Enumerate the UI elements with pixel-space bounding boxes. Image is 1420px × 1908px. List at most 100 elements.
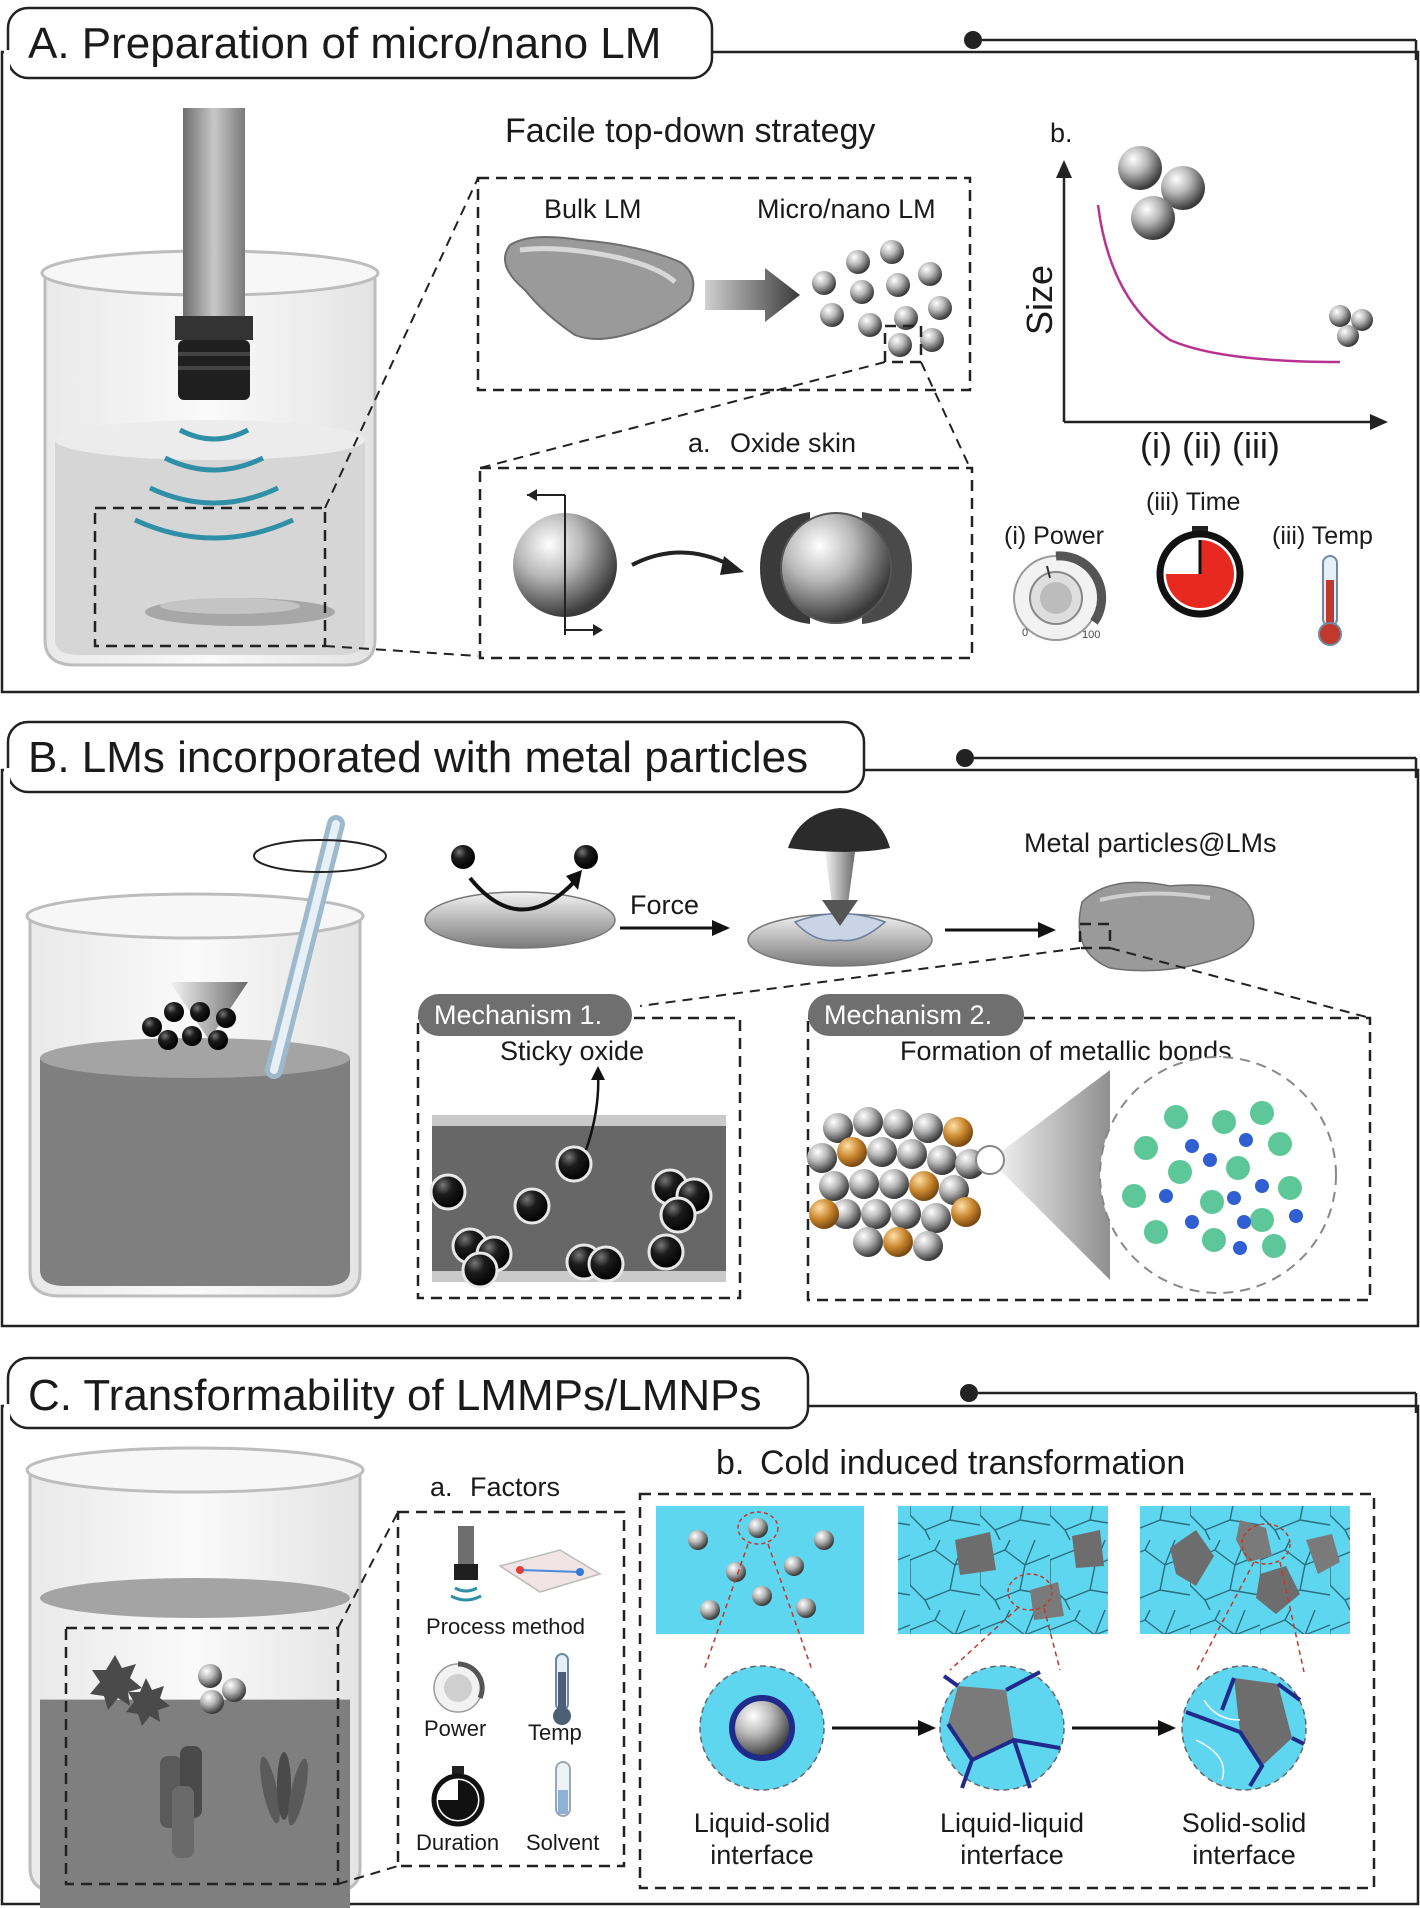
size-chart: Size (i) (ii) (iii)	[1019, 146, 1388, 466]
mechanism-2-label: Mechanism 2.	[824, 1000, 992, 1030]
section-a: A. Preparation of micro/nano LM	[0, 6, 1420, 694]
large-particle	[1131, 196, 1175, 240]
nanosphere-shapes	[198, 1664, 246, 1714]
stir-rod-icon	[253, 815, 387, 1079]
chart-letter: b.	[1050, 118, 1073, 148]
section-a-title-pill	[6, 6, 714, 80]
particle-zoom-box	[883, 324, 923, 364]
liquid-solid-label-1: Liquid-solid	[694, 1808, 831, 1838]
lm-disk	[424, 845, 616, 949]
section-b-title: B. LMs incorporated with metal particles	[28, 733, 808, 782]
factors-label: Factors	[470, 1472, 560, 1502]
bulk-to-micro-arrow	[705, 268, 800, 322]
bulk-lm-blob	[504, 236, 695, 340]
cold-transformation-box	[638, 1492, 1376, 1890]
stopwatch-icon	[431, 1766, 485, 1827]
dial-icon	[433, 1661, 485, 1713]
beaker-icon	[25, 892, 365, 1298]
small-particle	[1337, 325, 1359, 347]
factor-temp-label: Temp	[528, 1720, 582, 1745]
beaker-c-zoom-box	[64, 1626, 340, 1886]
small-particle	[1329, 305, 1351, 327]
section-c-connector-dot	[960, 1384, 978, 1402]
mechanism-2-pill	[808, 994, 1024, 1036]
powder-on-disk	[747, 808, 933, 967]
mechanism-1-pill	[418, 994, 632, 1036]
solid-solid-label-2: interface	[1192, 1840, 1296, 1870]
oxide-cross-section	[513, 489, 617, 636]
strategy-subtitle: Facile top-down strategy	[505, 112, 875, 150]
section-b-connector-dot	[956, 749, 974, 767]
microfluidic-chip-icon	[498, 1549, 602, 1593]
electron-sea-zoom	[1099, 1056, 1337, 1294]
thermometer-icon	[1318, 555, 1342, 646]
section-c-title-pill	[6, 1356, 810, 1430]
mechanism-1-box	[416, 1016, 742, 1300]
beaker-icon	[25, 1446, 365, 1908]
liquid-liquid-label-1: Liquid-liquid	[940, 1808, 1084, 1838]
section-c-title: C. Transformability of LMMPs/LMNPs	[28, 1371, 762, 1420]
cold-letter: b.	[716, 1444, 744, 1482]
metal-particles-lm-blob	[1078, 881, 1255, 972]
oxide-skin-label: Oxide skin	[730, 428, 856, 458]
factor-duration-label: Duration	[416, 1830, 499, 1855]
beaker-zoom-box	[93, 506, 327, 648]
solid-solid-stage-panel	[1140, 1506, 1350, 1634]
liquid-solid-label-2: interface	[710, 1840, 814, 1870]
micro-nano-label: Micro/nano LM	[757, 194, 936, 224]
factor-solvent-label: Solvent	[526, 1830, 599, 1855]
mechanism-1-label: Mechanism 1.	[434, 1000, 602, 1030]
liquid-solid-zoom	[699, 1665, 825, 1791]
factor-power-label: Power	[424, 1716, 486, 1741]
blob-zoom-box	[1078, 922, 1112, 950]
ion-plus	[1122, 1101, 1302, 1258]
factors-letter: a.	[430, 1472, 453, 1502]
bulk-lm-label: Bulk LM	[544, 194, 642, 224]
section-a-title: A. Preparation of micro/nano LM	[28, 19, 661, 68]
mechanism-2-box	[806, 1016, 1372, 1302]
ultrasonic-probe-icon	[133, 108, 295, 541]
mechanism-1-desc: Sticky oxide	[500, 1036, 644, 1066]
oxide-skin-box	[478, 466, 974, 660]
thermometer-icon	[553, 1653, 571, 1725]
mechanism-2-desc: Formation of metallic bonds	[900, 1036, 1232, 1066]
liquid-liquid-label-2: interface	[960, 1840, 1064, 1870]
oxide-arrow	[631, 550, 731, 567]
micro-nano-particles	[812, 240, 952, 357]
section-c: C. Transformability of LMMPs/LMNPs	[0, 1356, 1420, 1908]
strategy-box	[476, 176, 972, 392]
dial-min-label: 0	[1022, 627, 1028, 639]
oxide-letter: a.	[688, 428, 711, 458]
liquid-liquid-zoom	[939, 1665, 1065, 1791]
section-a-connector-dot	[964, 31, 982, 49]
large-particle	[1118, 146, 1162, 190]
force-label: Force	[630, 890, 699, 920]
liquid-stage-panel	[656, 1506, 864, 1634]
temp-label: (iii) Temp	[1272, 522, 1373, 550]
oxide-skin-sphere	[760, 512, 912, 624]
liquid-liquid-stage-panel	[898, 1506, 1108, 1634]
nanospindle-shapes	[260, 1752, 308, 1826]
factors-box	[396, 1510, 626, 1868]
sticky-oxide-illustration	[429, 1066, 726, 1289]
nanostar-shapes	[90, 1655, 170, 1726]
stopwatch-icon	[1156, 526, 1244, 618]
large-particle	[1161, 166, 1205, 210]
cold-transformation-label: Cold induced transformation	[760, 1444, 1185, 1482]
metallic-bond-cluster	[807, 1070, 1110, 1280]
product-label: Metal particles@LMs	[1024, 828, 1276, 858]
factor-process-label: Process method	[426, 1614, 585, 1639]
size-decay-curve	[1096, 204, 1341, 364]
nanorod-shapes	[160, 1746, 202, 1858]
dial-max-label: 100	[1082, 629, 1100, 641]
dial-icon: 0 100	[1013, 551, 1107, 641]
solid-solid-label-1: Solid-solid	[1182, 1808, 1307, 1838]
power-label: (i) Power	[1004, 522, 1104, 550]
ultrasonic-probe-icon	[450, 1526, 482, 1602]
test-tube-icon	[555, 1761, 571, 1817]
ion-minus	[1159, 1133, 1303, 1255]
time-label: (iii) Time	[1146, 488, 1240, 516]
section-b-title-pill	[6, 720, 866, 794]
section-b: B. LMs incorporated with metal particles	[0, 720, 1420, 1328]
